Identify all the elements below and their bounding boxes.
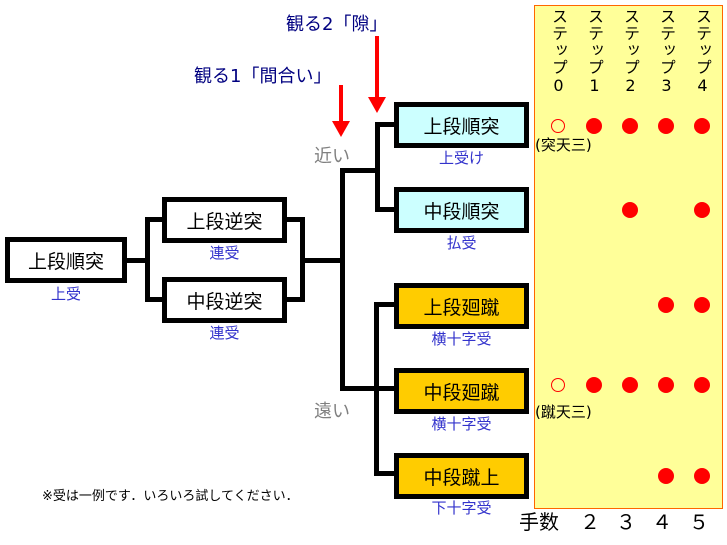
connector-line <box>375 207 395 212</box>
near-technique-box: 上段順突 <box>394 102 529 148</box>
arrow-shaft <box>375 36 379 98</box>
step-filled-mark <box>694 377 710 393</box>
third-technique-label: 中段順突 <box>423 200 500 223</box>
step-filled-mark <box>622 202 638 218</box>
observation-1-label: 観る1「間合い」 <box>194 66 332 87</box>
move-count-value: ３ <box>616 510 636 534</box>
connector-line <box>286 217 304 222</box>
combo-label: (蹴天三) <box>535 403 592 421</box>
observation-2-label: 観る2「隙」 <box>286 14 388 35</box>
root-technique-label: 上段順突 <box>27 250 104 273</box>
step-filled-mark <box>694 468 710 484</box>
step-filled-mark <box>694 118 710 134</box>
third-block-label: 上受け <box>438 149 484 167</box>
step-column-header: ステップ1 <box>585 8 604 96</box>
move-count-label: 手数 <box>519 510 559 534</box>
combo-label: (突天三) <box>535 136 592 154</box>
connector-line <box>374 471 395 476</box>
third-block-label: 横十字受 <box>431 330 492 348</box>
root-technique-box: 上段順突 <box>5 237 127 283</box>
step-column-header: ステップ4 <box>693 8 712 96</box>
move-count-value: ５ <box>689 510 709 534</box>
root-block-label: 上受 <box>50 285 81 303</box>
distance-far-label: 遠い <box>314 401 350 422</box>
step-filled-mark <box>694 297 710 313</box>
step-filled-mark <box>622 118 638 134</box>
second-technique-label: 上段逆突 <box>186 210 263 233</box>
connector-line <box>127 258 149 263</box>
connector-line <box>340 168 380 173</box>
step-column-header: ステップ0 <box>549 8 568 96</box>
far-technique-box: 中段廻蹴 <box>394 368 529 414</box>
third-technique-label: 中段廻蹴 <box>423 381 500 404</box>
connector-line <box>145 217 150 302</box>
step-filled-mark <box>622 377 638 393</box>
third-block-label: 横十字受 <box>431 415 492 433</box>
second-technique-box: 中段逆突 <box>162 277 287 323</box>
distance-near-label: 近い <box>314 146 350 167</box>
connector-line <box>340 386 395 391</box>
connector-line <box>340 168 345 390</box>
step-filled-mark <box>586 377 602 393</box>
move-count-value: ４ <box>652 510 672 534</box>
connector-line <box>374 302 379 476</box>
move-count-value: ２ <box>580 510 600 534</box>
third-block-label: 払受 <box>446 234 477 252</box>
step-filled-mark <box>694 202 710 218</box>
footnote: ※受は一例です．いろいろ試してください． <box>42 489 299 504</box>
near-technique-box: 中段順突 <box>394 187 529 233</box>
connector-line <box>374 302 395 307</box>
arrow-head <box>332 121 350 137</box>
far-technique-box: 上段廻蹴 <box>394 283 529 329</box>
third-technique-label: 上段順突 <box>423 115 500 138</box>
second-block-label: 連受 <box>209 324 240 342</box>
step-open-mark <box>551 378 565 392</box>
arrow-shaft <box>339 85 343 123</box>
step-column-header: ステップ3 <box>657 8 676 96</box>
step-column-header: ステップ2 <box>621 8 640 96</box>
connector-line <box>375 122 380 212</box>
step-open-mark <box>551 119 565 133</box>
connector-line <box>145 297 163 302</box>
connector-line <box>286 297 304 302</box>
step-filled-mark <box>658 297 674 313</box>
arrow-head <box>368 97 386 113</box>
third-technique-label: 上段廻蹴 <box>423 296 500 319</box>
step-filled-mark <box>658 377 674 393</box>
step-filled-mark <box>658 118 674 134</box>
second-technique-label: 中段逆突 <box>186 290 263 313</box>
second-technique-box: 上段逆突 <box>162 197 287 243</box>
second-block-label: 連受 <box>209 244 240 262</box>
connector-line <box>375 122 395 127</box>
step-panel <box>534 5 723 509</box>
step-filled-mark <box>586 118 602 134</box>
third-technique-label: 中段蹴上 <box>423 466 500 489</box>
far-technique-box: 中段蹴上 <box>394 453 529 499</box>
connector-line <box>300 258 344 263</box>
step-filled-mark <box>658 468 674 484</box>
connector-line <box>145 217 163 222</box>
third-block-label: 下十字受 <box>431 499 492 517</box>
